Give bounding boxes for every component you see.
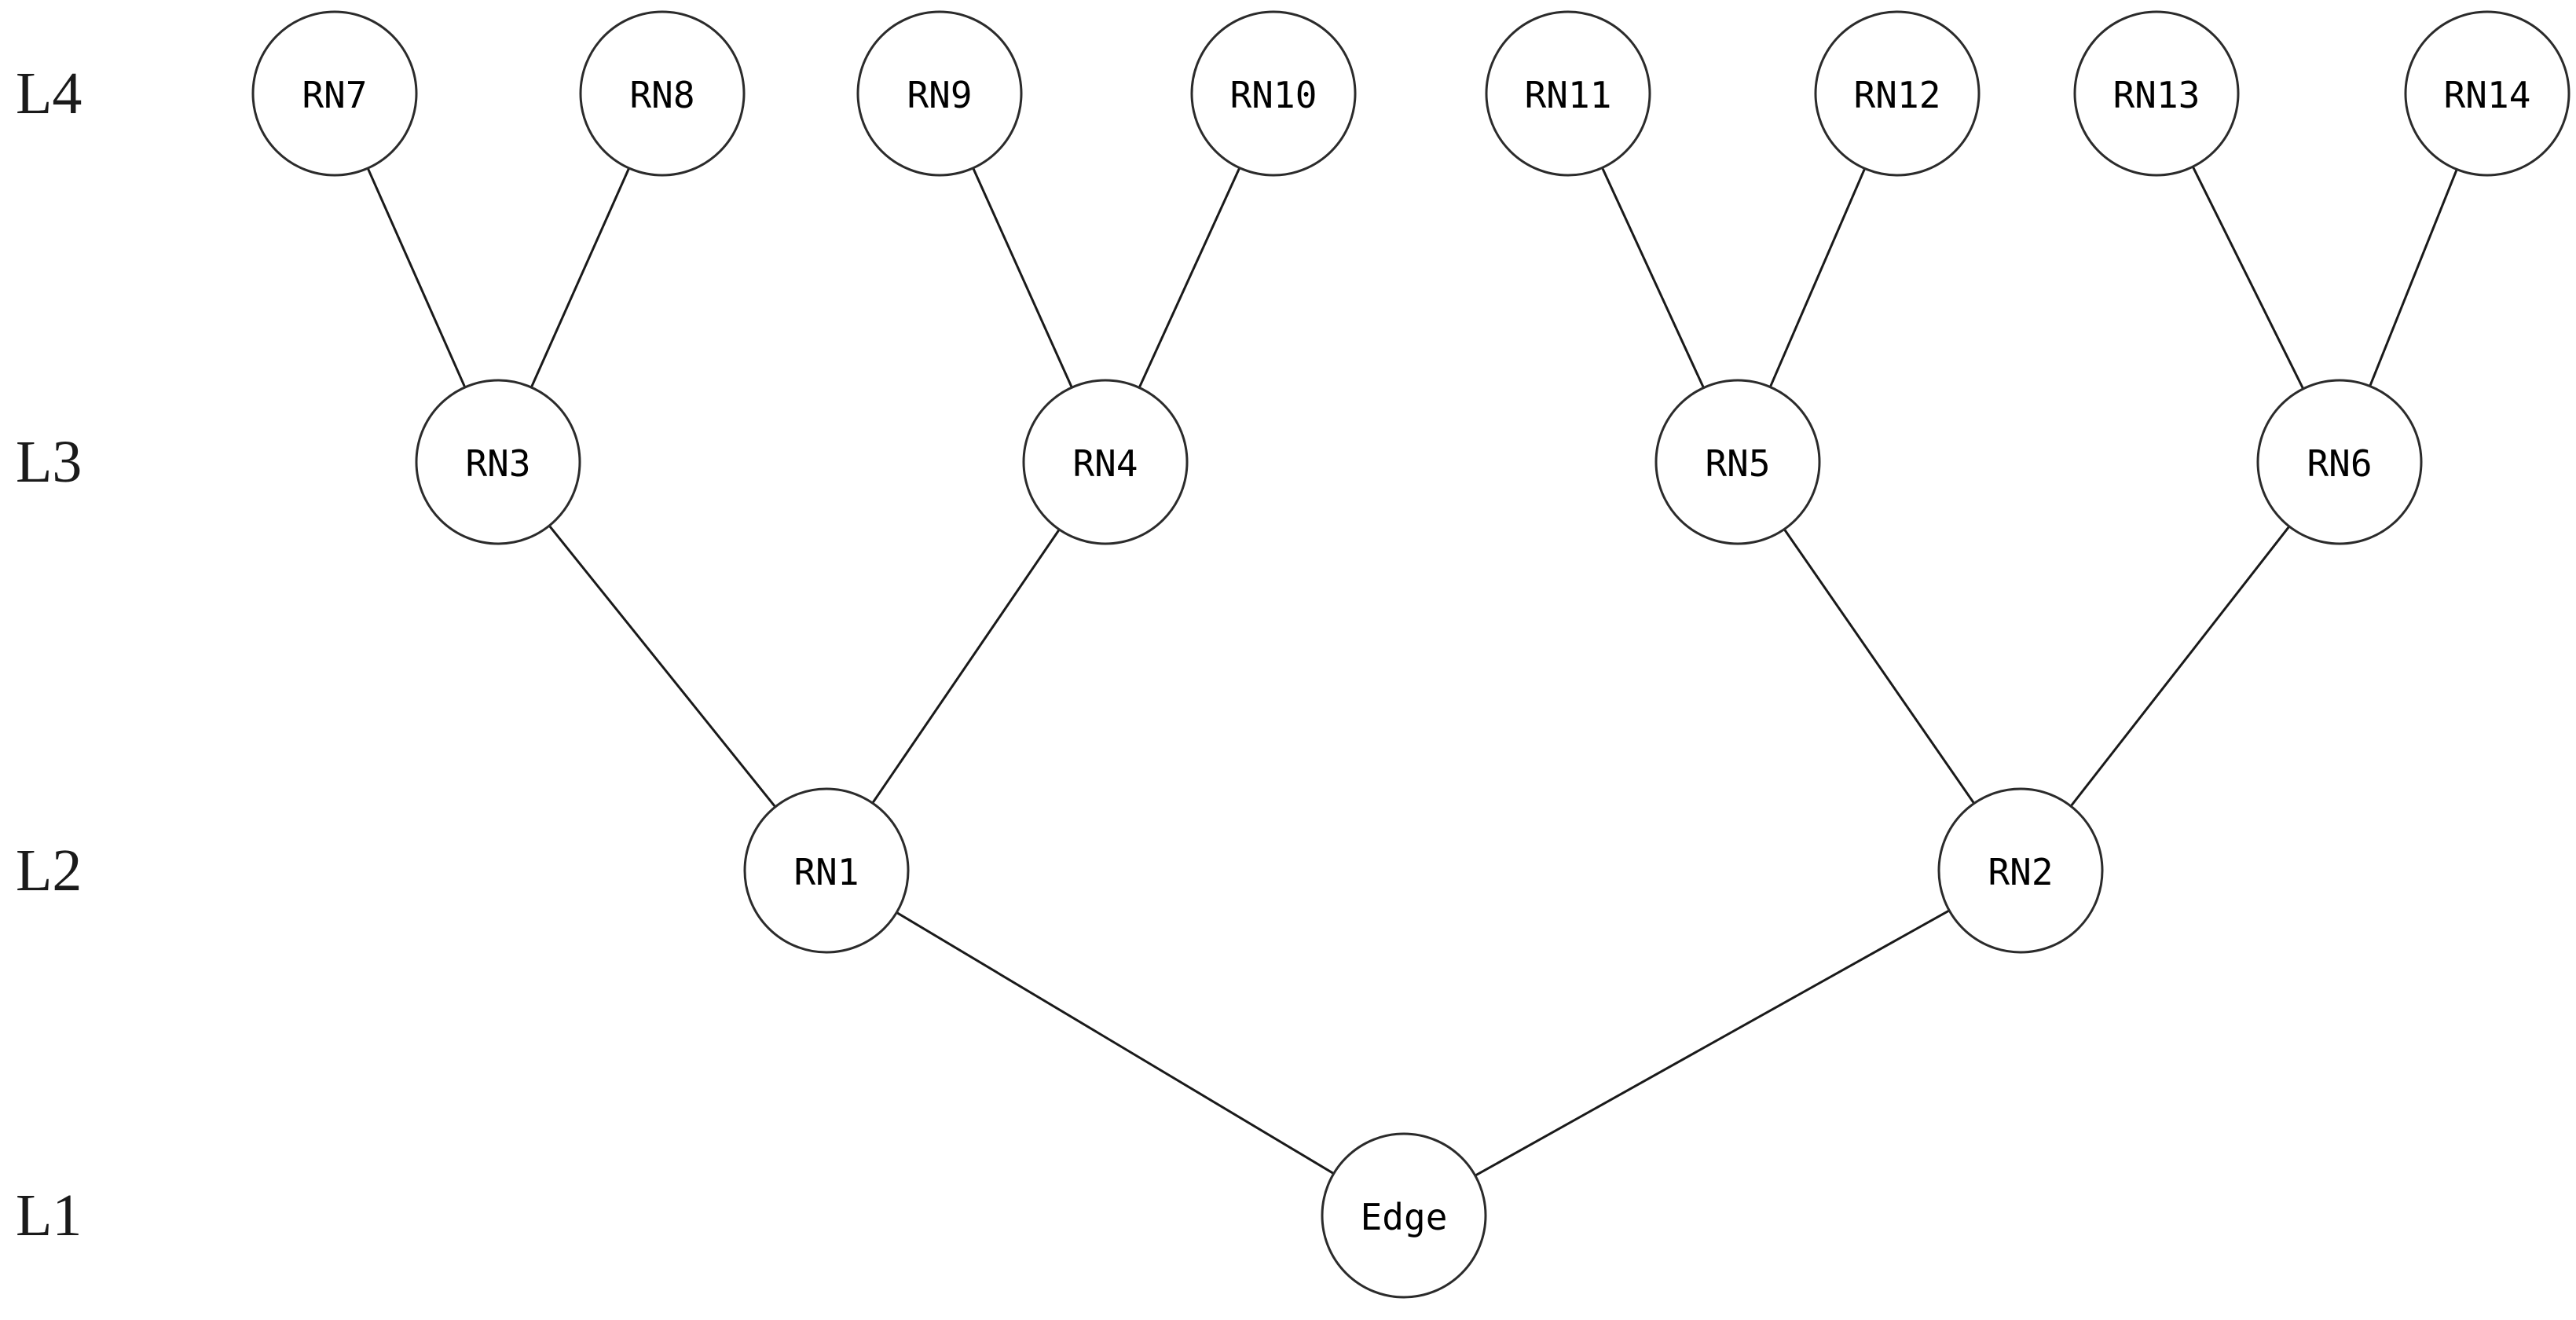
node-label-rn5: RN5: [1705, 442, 1770, 485]
edge-link-rn8-rn3: [529, 167, 631, 389]
edge-link-rn14-rn6: [2369, 168, 2458, 387]
node-rn4[interactable]: RN4: [1022, 379, 1189, 545]
node-circle-rn5[interactable]: [1654, 379, 1821, 545]
node-circle-rn6[interactable]: [2256, 379, 2423, 545]
edge-link-rn13-rn6: [2191, 165, 2305, 390]
node-circle-rn13[interactable]: [2073, 10, 2240, 177]
node-label-rn6: RN6: [2307, 442, 2372, 485]
node-circle-rn12[interactable]: [1814, 10, 1981, 177]
edge-link-rn12-rn5: [1768, 167, 1867, 389]
node-rn13[interactable]: RN13: [2073, 10, 2240, 177]
edge-link-rn7-rn3: [366, 167, 467, 389]
node-circle-edge[interactable]: [1321, 1132, 1487, 1299]
node-label-rn12: RN12: [1854, 74, 1941, 116]
node-rn12[interactable]: RN12: [1814, 10, 1981, 177]
edge-link-rn6-rn2: [2069, 525, 2291, 808]
node-label-rn7: RN7: [302, 74, 367, 116]
layer-label-l1: L1: [16, 1182, 82, 1248]
node-label-rn13: RN13: [2113, 74, 2200, 116]
node-rn1[interactable]: RN1: [743, 787, 910, 954]
node-label-rn10: RN10: [1230, 74, 1317, 116]
layer-label-l4: L4: [16, 60, 82, 126]
edges-group: [366, 165, 2458, 1177]
node-rn2[interactable]: RN2: [1937, 787, 2104, 954]
node-label-rn9: RN9: [907, 74, 972, 116]
node-rn9[interactable]: RN9: [856, 10, 1023, 177]
node-label-rn4: RN4: [1072, 442, 1138, 485]
edge-link-rn9-rn4: [972, 167, 1073, 389]
node-rn6[interactable]: RN6: [2256, 379, 2423, 545]
edge-link-rn5-rn2: [1783, 528, 1976, 805]
node-circle-rn4[interactable]: [1022, 379, 1189, 545]
node-label-edge: Edge: [1361, 1196, 1448, 1238]
layer-label-l2: L2: [16, 838, 82, 904]
edge-link-rn3-rn1: [548, 524, 777, 808]
node-circle-rn10[interactable]: [1190, 10, 1357, 177]
edge-link-rn10-rn4: [1138, 167, 1241, 389]
node-rn8[interactable]: RN8: [579, 10, 746, 177]
node-rn5[interactable]: RN5: [1654, 379, 1821, 545]
node-label-rn14: RN14: [2444, 74, 2531, 116]
node-rn3[interactable]: RN3: [415, 379, 581, 545]
node-label-rn8: RN8: [629, 74, 694, 116]
edge-link-rn1-edge: [895, 911, 1336, 1175]
node-circle-rn1[interactable]: [743, 787, 910, 954]
node-circle-rn14[interactable]: [2404, 10, 2571, 177]
node-circle-rn9[interactable]: [856, 10, 1023, 177]
edge-link-rn11-rn5: [1601, 166, 1705, 390]
node-rn10[interactable]: RN10: [1190, 10, 1357, 177]
edge-link-rn4-rn1: [871, 528, 1061, 805]
edge-link-rn2-edge: [1474, 909, 1951, 1177]
node-rn14[interactable]: RN14: [2404, 10, 2571, 177]
node-circle-rn11[interactable]: [1485, 10, 1651, 177]
node-label-rn1: RN1: [793, 851, 859, 893]
node-circle-rn2[interactable]: [1937, 787, 2104, 954]
node-rn7[interactable]: RN7: [251, 10, 418, 177]
node-rn11[interactable]: RN11: [1485, 10, 1651, 177]
node-circle-rn8[interactable]: [579, 10, 746, 177]
node-circle-rn7[interactable]: [251, 10, 418, 177]
node-label-rn2: RN2: [1988, 851, 2053, 893]
layer-label-l3: L3: [16, 429, 82, 495]
node-label-rn3: RN3: [465, 442, 530, 485]
node-label-rn11: RN11: [1525, 74, 1612, 116]
node-edge[interactable]: Edge: [1321, 1132, 1487, 1299]
node-circle-rn3[interactable]: [415, 379, 581, 545]
